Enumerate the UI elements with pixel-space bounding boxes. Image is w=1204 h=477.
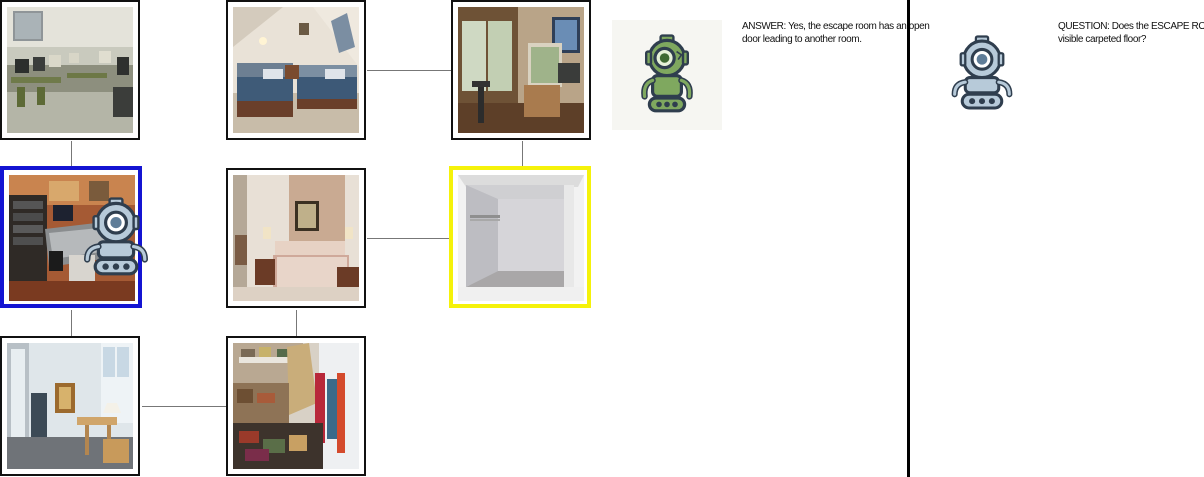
blue-robot-icon bbox=[951, 35, 1013, 110]
answer-text: ANSWER: Yes, the escape room has an open… bbox=[742, 20, 930, 46]
answer-text-line1: ANSWER: Yes, the escape room has an open bbox=[742, 21, 930, 32]
edge-attic-art bbox=[367, 70, 451, 71]
room-tile-art-studio[interactable] bbox=[451, 0, 591, 140]
panel-divider bbox=[907, 0, 910, 477]
green-robot-icon bbox=[641, 34, 693, 113]
agent-robot-icon bbox=[84, 197, 148, 276]
question-text: QUESTION: Does the ESCAPE ROOM have a vi… bbox=[1058, 20, 1204, 46]
room-photo-library bbox=[7, 343, 133, 469]
room-tile-empty-closet[interactable] bbox=[449, 166, 591, 308]
room-photo-cluttered-closet bbox=[233, 343, 359, 469]
room-photo-bedroom bbox=[233, 175, 359, 301]
question-text-line1: QUESTION: Does the ESCAPE ROOM have a bbox=[1058, 21, 1204, 32]
edge-art-closet bbox=[522, 141, 523, 167]
edge-bedroom-cluttered bbox=[296, 310, 297, 336]
edge-studio-library bbox=[71, 310, 72, 336]
edge-bedroom-closet bbox=[367, 238, 451, 239]
room-tile-recording-studio[interactable] bbox=[0, 166, 148, 308]
room-tile-classroom[interactable] bbox=[0, 0, 140, 140]
room-photo-attic-bedroom bbox=[233, 7, 359, 133]
edge-classroom-studio bbox=[71, 141, 72, 167]
question-text-line2: visible carpeted floor? bbox=[1058, 34, 1147, 45]
room-photo-art-studio bbox=[458, 7, 584, 133]
room-tile-library[interactable] bbox=[0, 336, 140, 476]
room-tile-cluttered-closet[interactable] bbox=[226, 336, 366, 476]
edge-library-cluttered bbox=[142, 406, 226, 407]
room-tile-attic-bedroom[interactable] bbox=[226, 0, 366, 140]
room-photo-empty-closet bbox=[458, 175, 584, 301]
room-photo-classroom bbox=[7, 7, 133, 133]
room-tile-bedroom[interactable] bbox=[226, 168, 366, 308]
answer-text-line2: door leading to another room. bbox=[742, 34, 862, 45]
answerer-avatar bbox=[612, 20, 722, 130]
